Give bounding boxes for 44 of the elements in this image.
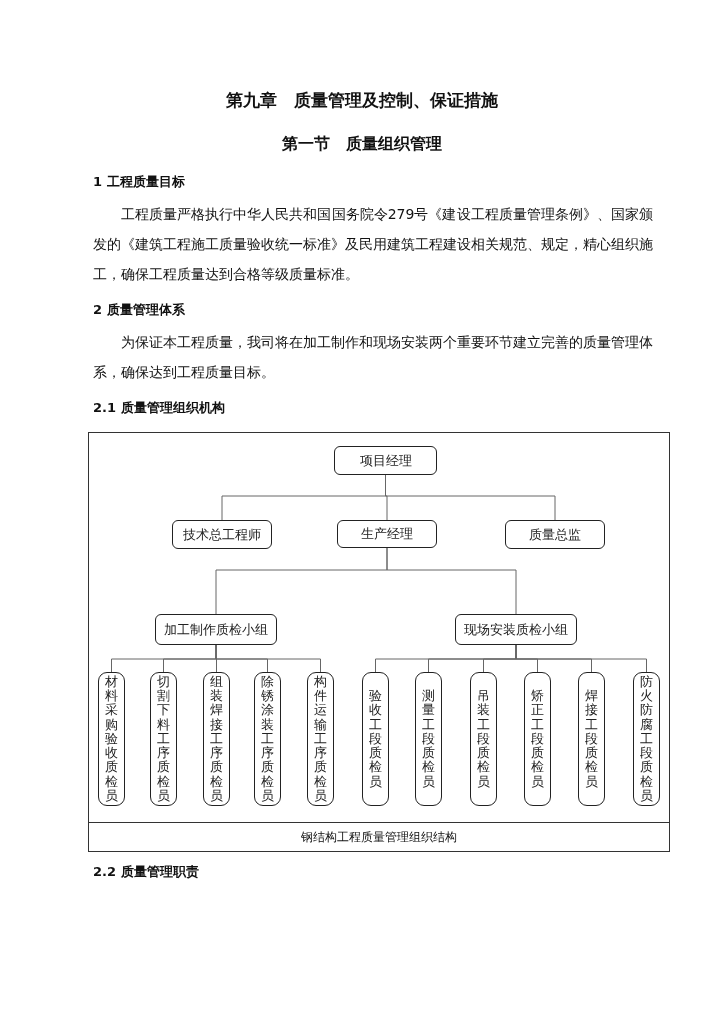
vertical-role-box <box>633 672 660 806</box>
vertical-role-box <box>470 672 497 806</box>
role-text: 质量总监 <box>529 525 581 544</box>
role-box <box>505 520 605 549</box>
vertical-role-box <box>150 672 177 806</box>
role-text: 组装焊接工序质检员 <box>210 674 223 804</box>
role-box <box>172 520 272 549</box>
role-box <box>155 614 277 645</box>
role-text: 材料采购验收质检员 <box>105 674 118 804</box>
body-paragraph: 工程质量严格执行中华人民共和国国务院令279号《建设工程质量管理条例》、国家颁发的《建筑工程施工质量验收统一标准》及民用建筑工程建设相关规范、规定，精心组织施工，确保工程质量达到合格等级质量标准。 <box>93 205 653 284</box>
role-text: 生产经理 <box>361 525 413 543</box>
chapter-title: 第九章 质量管理及控制、保证措施 <box>225 89 499 112</box>
role-box <box>334 446 437 475</box>
subsection-heading: 2.2 质量管理职责 <box>93 863 200 881</box>
vertical-role-box <box>415 672 442 806</box>
body-paragraph: 为保证本工程质量，我司将在加工制作和现场安装两个重要环节建立完善的质量管理体系，确保达到工程质量目标。 <box>93 333 653 382</box>
vertical-role-box <box>524 672 551 806</box>
figure-caption: 钢结构工程质量管理组织结构 <box>301 828 457 846</box>
vertical-role-box <box>578 672 605 806</box>
role-text: 防火防腐工段质检员 <box>640 674 653 804</box>
vertical-role-box <box>98 672 125 806</box>
connector-line <box>386 547 517 615</box>
role-text: 加工制作质检小组 <box>164 620 268 639</box>
role-box <box>455 614 577 645</box>
role-text: 验收工段质检员 <box>369 688 382 790</box>
role-box <box>337 520 437 548</box>
role-text: 构件运输工序质检员 <box>314 674 327 804</box>
role-text: 现场安装质检小组 <box>464 620 568 639</box>
subsection-heading: 2.1 质量管理组织机构 <box>93 399 226 417</box>
section-heading: 第一节 质量组织管理 <box>281 133 443 155</box>
subsection-heading: 1 工程质量目标 <box>93 173 186 191</box>
role-text: 测量工段质检员 <box>422 688 435 790</box>
role-text: 矫正工段质检员 <box>531 688 544 790</box>
role-text: 吊装工段质检员 <box>477 688 490 790</box>
role-text: 切割下料工序质检员 <box>157 674 170 804</box>
role-text: 除锈涂装工序质检员 <box>261 674 274 804</box>
role-text: 焊接工段质检员 <box>585 688 598 790</box>
role-text: 技术总工程师 <box>183 525 261 544</box>
subsection-heading: 2 质量管理体系 <box>93 301 186 319</box>
role-text: 项目经理 <box>359 451 412 470</box>
vertical-role-box <box>254 672 281 806</box>
vertical-role-box <box>362 672 389 806</box>
vertical-role-box <box>307 672 334 806</box>
vertical-role-box <box>203 672 230 806</box>
